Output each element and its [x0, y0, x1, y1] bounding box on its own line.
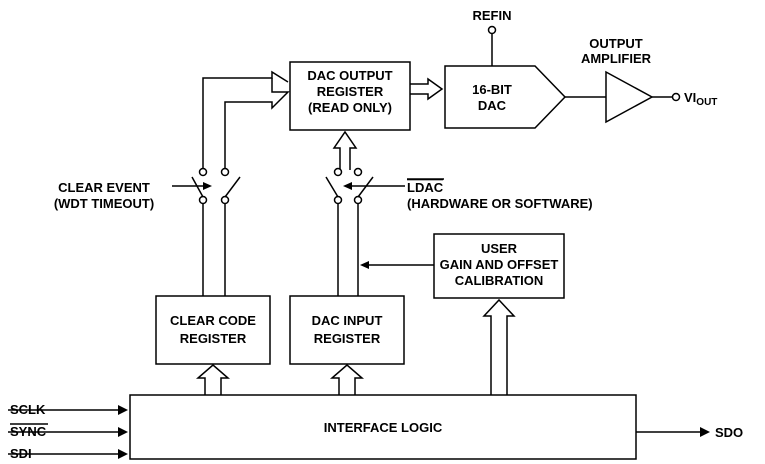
clear-code-register-box [155, 295, 271, 365]
bus-interface-to-dac-input [329, 364, 365, 395]
dac-16bit-line1: 16-BIT [472, 82, 512, 97]
clear-event-arrowhead [203, 182, 212, 190]
bus-interface-to-clear-code [195, 364, 231, 395]
clear-switch-blade-2 [224, 176, 241, 198]
clear-code-register-line1: CLEAR CODE [170, 313, 256, 328]
vi-out-label: VIOUT [684, 90, 717, 108]
dac-input-register-line2: REGISTER [314, 331, 381, 346]
user-calibration-line1: USER [481, 241, 518, 256]
ldac-arrowhead [343, 182, 352, 190]
ldac-switch-bot-left [333, 195, 343, 205]
ldac-switch-blade-2 [357, 176, 374, 198]
user-calibration-line2: GAIN AND OFFSET [440, 257, 559, 272]
clear-switch-blade-1 [191, 176, 204, 198]
bus-interface-to-calibration [482, 298, 516, 395]
clear-event-label-line2: (WDT TIMEOUT) [54, 196, 154, 211]
ldac-switch-blade-1 [325, 176, 339, 198]
clear-switch-top-left [198, 167, 208, 177]
sdo-arrowhead [700, 427, 710, 437]
ldac-label-line2: (HARDWARE OR SOFTWARE) [407, 196, 593, 211]
interface-logic-label: INTERFACE LOGIC [324, 420, 443, 435]
dac-output-register-box [289, 61, 411, 131]
output-amplifier-label-line1: OUTPUT [589, 36, 643, 51]
user-calibration-line3: CALIBRATION [455, 273, 544, 288]
clear-switch-bot-left [198, 195, 208, 205]
dac-16bit-block [444, 65, 567, 129]
refin-node [487, 25, 497, 35]
dac-output-register-line3: (READ ONLY) [308, 100, 392, 115]
vi-out-node [671, 92, 681, 102]
clear-code-register-line2: REGISTER [180, 331, 247, 346]
refin-label: REFIN [473, 8, 512, 23]
clear-bus-to-output-register-2 [224, 78, 290, 170]
ldac-bus-up [332, 130, 358, 170]
bus-reg-to-dac [410, 77, 444, 101]
clear-switch-bot-right [220, 195, 230, 205]
sdi-arrowhead [118, 449, 128, 459]
ldac-label-line1: LDAC [407, 180, 444, 195]
sync-arrowhead [118, 427, 128, 437]
dac-output-register-line2: REGISTER [317, 84, 384, 99]
clear-bus-to-output-register [202, 70, 289, 170]
dac-16bit-line2: DAC [478, 98, 507, 113]
ldac-switch-bot-right [353, 195, 363, 205]
user-calibration-box [433, 233, 565, 299]
clear-event-label-line1: CLEAR EVENT [58, 180, 150, 195]
output-amplifier-label-line2: AMPLIFIER [581, 51, 652, 66]
calibration-arrowhead [360, 261, 369, 269]
dac-input-register-box [289, 295, 405, 365]
ldac-switch-top-right [353, 167, 363, 177]
ldac-switch-top-left [333, 167, 343, 177]
clear-switch-top-right [220, 167, 230, 177]
dac-output-register-line1: DAC OUTPUT [307, 68, 392, 83]
sdo-label: SDO [715, 425, 743, 440]
dac-input-register-line1: DAC INPUT [312, 313, 383, 328]
output-amplifier-triangle [605, 70, 654, 124]
sclk-arrowhead [118, 405, 128, 415]
interface-logic-box [129, 394, 637, 460]
